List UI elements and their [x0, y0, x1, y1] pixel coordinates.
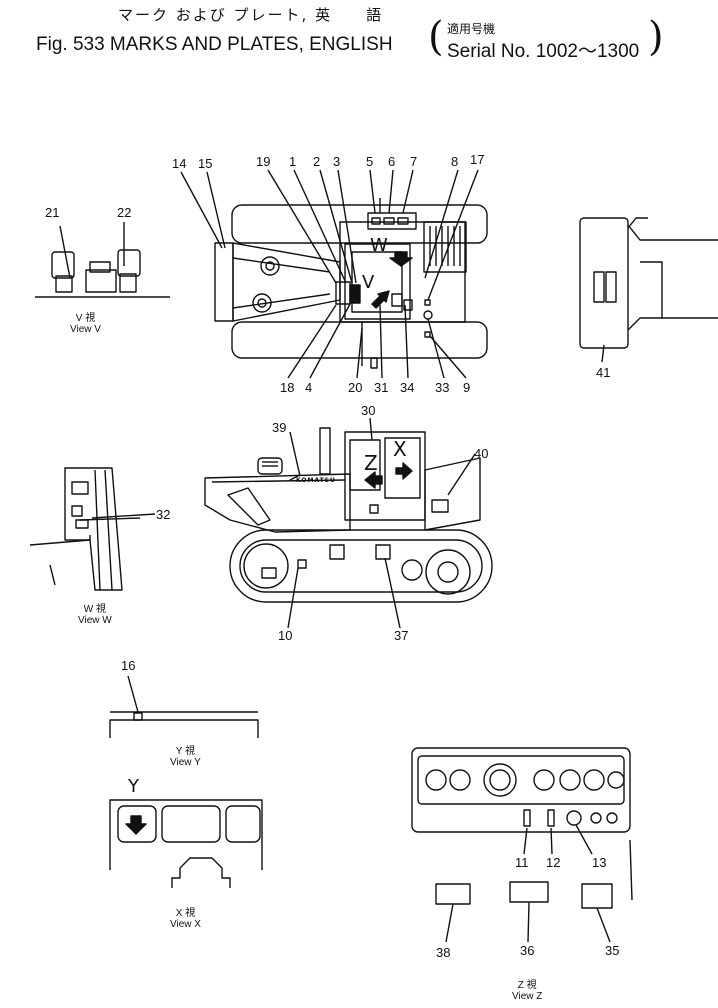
figure-title-english: Fig. 533 MARKS AND PLATES, ENGLISH [36, 34, 393, 55]
callout-41: 41 [596, 365, 611, 380]
callout-12: 12 [546, 855, 561, 870]
caption-view-z: Z 視 View Z [512, 980, 542, 1002]
view-letter-y: Y [128, 776, 139, 797]
callout-38: 38 [436, 945, 451, 960]
caption-view-w-en: View W [78, 615, 112, 626]
caption-view-y-jp: Y 視 [175, 746, 196, 757]
view-x-drawing [109, 799, 263, 888]
callout-22: 22 [117, 205, 132, 220]
side-view-drawing [91, 417, 493, 629]
figure-title-japanese: マーク および プレート, 英 語 [118, 6, 384, 24]
side-brand-plate: KOMATSU [296, 477, 336, 484]
callout-32: 32 [156, 507, 171, 522]
callout-39: 39 [272, 420, 287, 435]
caption-view-v: V 視 View V [70, 313, 101, 335]
caption-view-w: W 視 View W [78, 604, 112, 626]
caption-view-x-en: View X [170, 919, 201, 930]
caption-view-y-en: View Y [170, 757, 201, 768]
view-letter-z: Z [364, 451, 378, 475]
callout-11: 11 [515, 855, 529, 870]
callout-8: 8 [451, 154, 459, 169]
callout-40: 40 [474, 446, 489, 461]
callout-10: 10 [278, 628, 293, 643]
top-view-drawing [180, 169, 488, 379]
callout-20: 20 [348, 380, 363, 395]
callout-3: 3 [333, 154, 341, 169]
callout-19: 19 [256, 154, 271, 169]
callout-33: 33 [435, 380, 450, 395]
view-z-drawing [411, 747, 633, 943]
callout-34: 34 [400, 380, 415, 395]
view-letter-x: X [393, 437, 407, 461]
side-plate-view-drawing [579, 217, 718, 363]
callout-9: 9 [463, 380, 471, 395]
caption-view-z-en: View Z [512, 991, 543, 1002]
callout-35: 35 [605, 943, 620, 958]
serial-open-paren: ( [428, 14, 444, 60]
callout-6: 6 [388, 154, 396, 169]
serial-range: Serial No. 1002～1300 [447, 41, 640, 62]
view-letter-v: V [362, 272, 375, 293]
caption-view-z-jp: Z 視 [517, 980, 537, 991]
view-w-drawing [29, 467, 141, 591]
view-v-drawing [35, 222, 170, 298]
serial-label-japanese: 適用号機 [447, 22, 496, 36]
caption-view-y: Y 視 View Y [170, 746, 201, 768]
caption-view-w-jp: W 視 [83, 604, 106, 615]
callout-1: 1 [289, 154, 297, 169]
view-y-drawing [109, 675, 259, 738]
callout-36: 36 [520, 943, 535, 958]
callout-30: 30 [361, 403, 376, 418]
caption-view-v-jp: V 視 [75, 313, 96, 324]
callout-7: 7 [410, 154, 418, 169]
caption-view-v-en: View V [70, 324, 101, 335]
callout-5: 5 [366, 154, 374, 169]
callout-18: 18 [280, 380, 295, 395]
callout-37: 37 [394, 628, 409, 643]
caption-view-x-jp: X 視 [175, 908, 196, 919]
callout-13: 13 [592, 855, 607, 870]
callout-31: 31 [374, 380, 389, 395]
callout-17: 17 [470, 152, 485, 167]
callout-14: 14 [172, 156, 187, 171]
callout-15: 15 [198, 156, 213, 171]
caption-view-x: X 視 View X [170, 908, 201, 930]
callout-4: 4 [305, 380, 313, 395]
callout-21: 21 [45, 205, 60, 220]
serial-close-paren: ) [648, 14, 664, 60]
callout-2: 2 [313, 154, 321, 169]
callout-16: 16 [121, 658, 136, 673]
view-letter-w: W [370, 235, 388, 256]
